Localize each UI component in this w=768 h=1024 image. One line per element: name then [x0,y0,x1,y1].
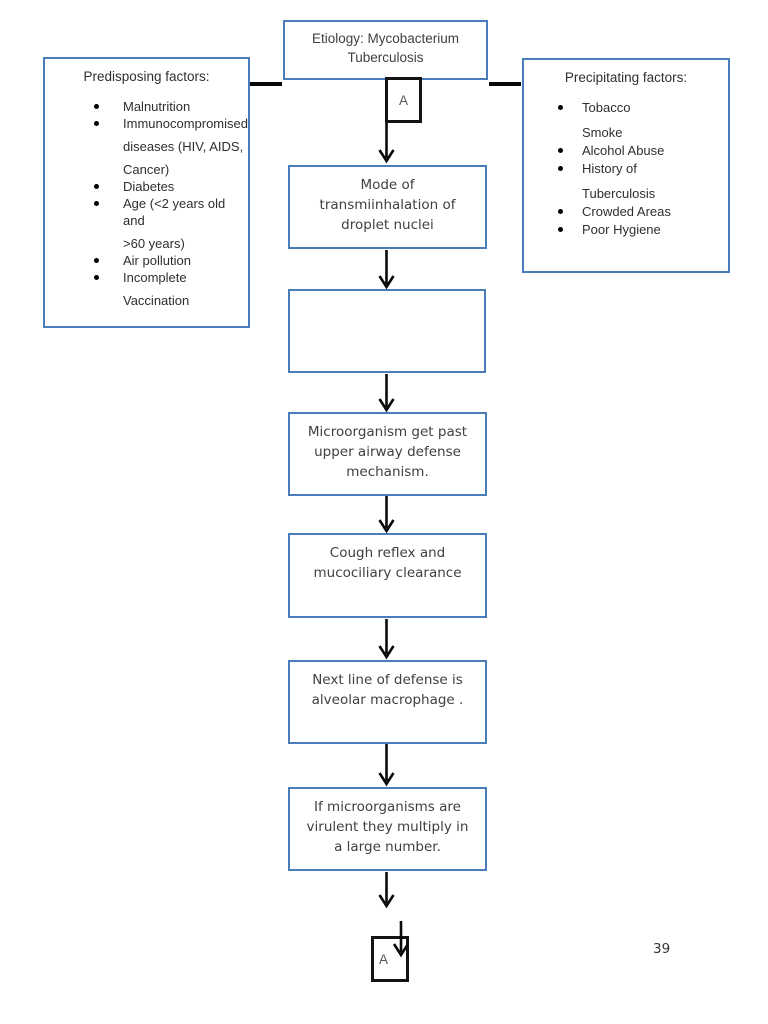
arrow-empty-to-micro [378,374,395,413]
list-item: Air pollution [45,252,248,269]
flow-box-text: Cough reflex and mucociliary clearance [313,545,462,581]
page-number: 39 [653,941,671,957]
arrow-a-to-mode [378,123,395,164]
list-item: Age (<2 years old and>60 years) [45,195,248,252]
list-item: Poor Hygiene [524,221,728,239]
flow-box-text: Next line of defense is alveolar macroph… [311,672,464,708]
flow-box-defense-mechanism: Microorganism get past upper airway defe… [288,412,487,496]
arrow-defense-to-virulent [378,744,395,787]
arrow-cough-to-defense [378,619,395,660]
list-item: Diabetes [45,178,248,195]
etiology-box: Etiology: Mycobacterium Tuberculosis [283,20,488,80]
arrow-virulent-to-end [378,872,395,909]
predisposing-title: Predisposing factors: [83,69,210,84]
flow-box-text: Mode of transmiinhalation of droplet nuc… [319,177,456,233]
arrow-mode-to-empty [378,250,395,290]
connector-a-top: A [385,77,422,123]
connector-a-top-label: A [398,92,408,108]
flow-box-mode-of-transmission: Mode of transmiinhalation of droplet nuc… [288,165,487,249]
connector-a-bottom: A [371,936,409,982]
flow-box-text: Microorganism get past upper airway defe… [307,424,468,480]
list-item: Alcohol Abuse [524,142,728,160]
flow-box-text: If microorganisms are virulent they mult… [306,799,469,855]
list-item: Malnutrition [45,98,248,115]
arrow-micro-to-cough [378,496,395,534]
flow-box-virulent-multiply: If microorganisms are virulent they mult… [288,787,487,871]
flow-box-alveolar-macrophage: Next line of defense is alveolar macroph… [288,660,487,744]
precipitating-title: Precipitating factors: [564,70,688,85]
flow-box-empty [288,289,486,373]
list-item: Crowded Areas [524,203,728,221]
etiology-text: Etiology: Mycobacterium Tuberculosis [311,31,460,65]
flow-box-cough-reflex: Cough reflex and mucociliary clearance [288,533,487,618]
connector-a-bottom-label: A [378,951,388,967]
